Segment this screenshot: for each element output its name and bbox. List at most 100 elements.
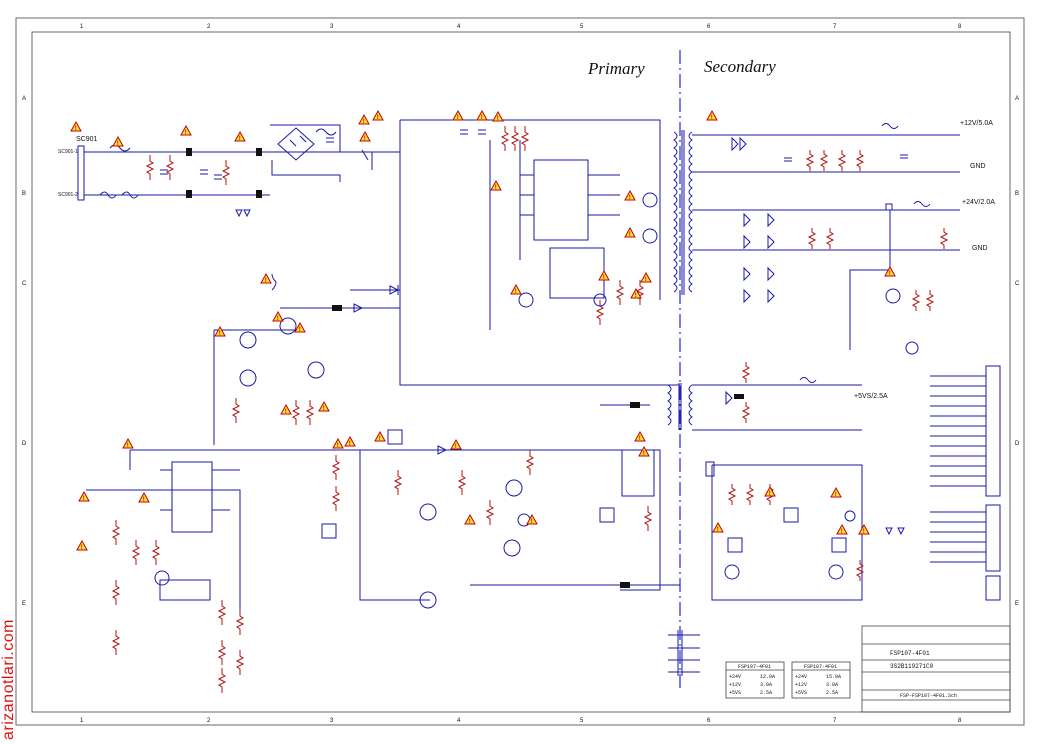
border-column-label: 8 [958,718,962,724]
svg-text:!: ! [185,130,187,136]
warning-triangle-icon: ! [624,226,636,238]
svg-text:!: ! [711,115,713,121]
border-column-label: 5 [580,718,584,724]
border-column-label: 3 [330,24,334,30]
table-row-rail: +12V [729,682,741,688]
svg-text:!: ! [349,441,351,447]
svg-text:!: ! [863,529,865,535]
border-column-label: 2 [207,718,211,724]
warning-triangle-icon: ! [359,130,371,142]
warning-triangle-icon: ! [70,120,82,132]
outer-frame [15,17,1025,726]
warning-triangle-icon: ! [526,513,538,525]
table-row-current: 3.0A [826,682,838,688]
svg-text:!: ! [337,443,339,449]
main-converter-section [271,119,693,386]
rail-24v-label: +24V/2.0A [962,199,995,206]
border-column-label: 3 [330,718,334,724]
warning-triangle-icon: ! [452,109,464,121]
warning-triangle-icon: ! [634,430,646,442]
warning-triangle-icon: ! [138,491,150,503]
title-line-3: FSP-FSP107-4F01.Sch [900,693,957,699]
secondary-label: Secondary [704,57,776,76]
pwm-controller-ic [533,159,589,241]
watermark-text: arizanotlari.com [0,619,17,740]
svg-text:!: ! [635,293,637,299]
secondary-5v-standby: +5VS/2.5A [692,362,888,431]
border-column-label: 1 [80,718,84,724]
warning-triangle-icon: ! [112,135,124,147]
table-row-current: 3.0A [760,682,772,688]
svg-text:!: ! [717,527,719,533]
svg-text:!: ! [497,116,499,122]
border-column-label: 6 [707,718,711,724]
svg-text:!: ! [603,275,605,281]
warning-triangle-icon: ! [180,124,192,136]
rail-5v-label: +5VS/2.5A [854,393,888,400]
svg-text:!: ! [645,277,647,283]
svg-text:!: ! [643,451,645,457]
border-row-label: A [1015,96,1019,102]
svg-text:!: ! [455,444,457,450]
svg-text:!: ! [377,115,379,121]
svg-text:!: ! [531,519,533,525]
border-column-label: 4 [457,718,461,724]
border-column-label: 1 [80,24,84,30]
warning-triangle-icon: ! [122,437,134,449]
input-pin-1: SC901-1 [58,149,78,155]
svg-text:!: ! [117,141,119,147]
warning-triangle-icon: ! [712,521,724,533]
warning-triangle-icon: ! [624,189,636,201]
warning-triangle-icon: ! [280,403,292,415]
svg-text:!: ! [299,327,301,333]
border-column-label: 7 [833,718,837,724]
warning-triangle-icon: ! [598,269,610,281]
table-row-rail: +24V [795,674,807,680]
input-connector-label: SC901 [76,136,98,143]
y-cap-bank [668,630,700,676]
ac-input-section: SC901 SC901-1 SC901-2 [58,124,401,218]
secondary-24v-rail: +24V/2.0A GND [692,199,995,355]
border-row-label: C [22,281,27,287]
warning-triangle-icon: ! [450,438,462,450]
svg-text:!: ! [457,115,459,121]
border-column-label: 5 [580,24,584,30]
warning-triangle-icon: ! [318,400,330,412]
table-right-title: FSP107-4F01 [804,664,837,670]
warning-triangle-icon: ! [372,109,384,121]
rail-12v-label: +12V/5.0A [960,120,993,127]
rail-gnd2-label: GND [972,245,988,252]
warning-triangle-icon: ! [630,287,642,299]
controller-ic-2 [171,461,213,533]
border-row-label: E [22,601,26,607]
warning-triangle-icon: ! [764,485,776,497]
svg-text:!: ! [495,185,497,191]
svg-text:!: ! [83,496,85,502]
input-pin-2: SC901-2 [58,192,78,198]
warning-icons: !!!!!!!!!!!!!!!!!!!!!!!!!!!!!!!!!!!!!!!!… [70,109,896,551]
warning-triangle-icon: ! [374,430,386,442]
table-left-title: FSP107-4F01 [738,664,771,670]
border-row-label: C [1015,281,1020,287]
border-row-label: B [1015,191,1019,197]
warning-triangle-icon: ! [214,325,226,337]
svg-text:!: ! [835,492,837,498]
table-row-rail: +5VS [795,690,807,696]
border-row-label: D [1015,441,1020,447]
border-row-label: B [22,191,26,197]
svg-text:!: ! [277,316,279,322]
table-row-rail: +5VS [729,690,741,696]
warning-triangle-icon: ! [294,321,306,333]
warning-triangle-icon: ! [78,490,90,502]
border-column-label: 4 [457,24,461,30]
border-column-label: 8 [958,24,962,30]
warning-triangle-icon: ! [272,310,284,322]
svg-text:!: ! [379,436,381,442]
svg-text:!: ! [127,443,129,449]
warning-triangle-icon: ! [638,445,650,457]
warning-triangle-icon: ! [492,110,504,122]
